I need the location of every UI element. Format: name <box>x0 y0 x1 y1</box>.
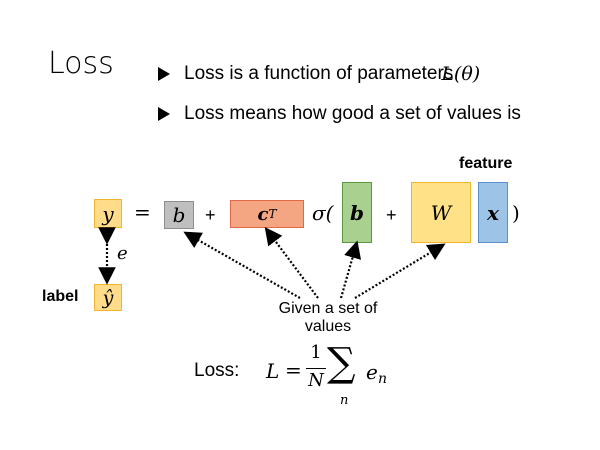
c-symbol: c <box>257 203 269 225</box>
given-line-1: Given a set of <box>278 300 378 317</box>
arrow-to-W <box>354 243 446 299</box>
y-hat-box: ŷ <box>94 284 122 311</box>
y-hat-symbol: ŷ <box>102 286 114 309</box>
bullet-1-text: Loss is a function of parameters <box>184 63 454 84</box>
label-text: label <box>42 288 79 305</box>
transpose-symbol: T <box>268 207 277 221</box>
arrow-to-b-vector <box>339 240 362 299</box>
arrow-bullet-icon <box>158 67 170 81</box>
bullet-1-math: L(θ) <box>441 63 481 85</box>
equals-sign: = <box>134 200 151 224</box>
fraction-denominator: N <box>308 370 324 391</box>
arrow-to-cT <box>264 226 319 299</box>
weight-matrix-box: W <box>411 182 471 243</box>
b-vector-symbol: b <box>350 200 364 225</box>
b-symbol: b <box>172 203 186 227</box>
plus-sign-2: + <box>386 205 397 225</box>
loss-equals: = <box>285 358 302 382</box>
bullet-1: Loss is a function of parameters L(θ) <box>158 63 494 85</box>
slide-title: Loss <box>48 46 114 81</box>
arrow-bullet-icon <box>158 107 170 121</box>
y-box: y <box>94 199 122 228</box>
W-symbol: W <box>430 200 452 225</box>
fraction-numerator: 1 <box>310 342 322 363</box>
close-paren: ) <box>512 201 520 225</box>
loss-term-sub: n <box>378 371 388 387</box>
sigma-open: σ( <box>312 201 334 225</box>
x-symbol: x <box>487 200 499 225</box>
sum-symbol: ∑ <box>327 340 356 386</box>
sum-index: n <box>340 393 349 408</box>
arrow-to-b <box>183 231 301 299</box>
fraction-bar <box>306 368 326 369</box>
loss-term-e: e <box>366 360 378 384</box>
bullet-2-text: Loss means how good a set of values is <box>184 103 521 124</box>
bias-box: b <box>164 201 194 229</box>
given-values-note: Given a set of values <box>256 300 400 336</box>
loss-L: L <box>266 359 280 383</box>
b-vector-box: b <box>342 182 372 243</box>
loss-prefix: Loss: <box>194 360 240 381</box>
error-symbol: e <box>117 243 128 264</box>
x-feature-box: x <box>478 182 508 243</box>
plus-sign-1: + <box>205 205 216 225</box>
bullet-2: Loss means how good a set of values is <box>158 103 521 125</box>
given-line-2: values <box>304 318 352 335</box>
feature-label: feature <box>459 155 513 172</box>
y-symbol: y <box>102 201 114 226</box>
